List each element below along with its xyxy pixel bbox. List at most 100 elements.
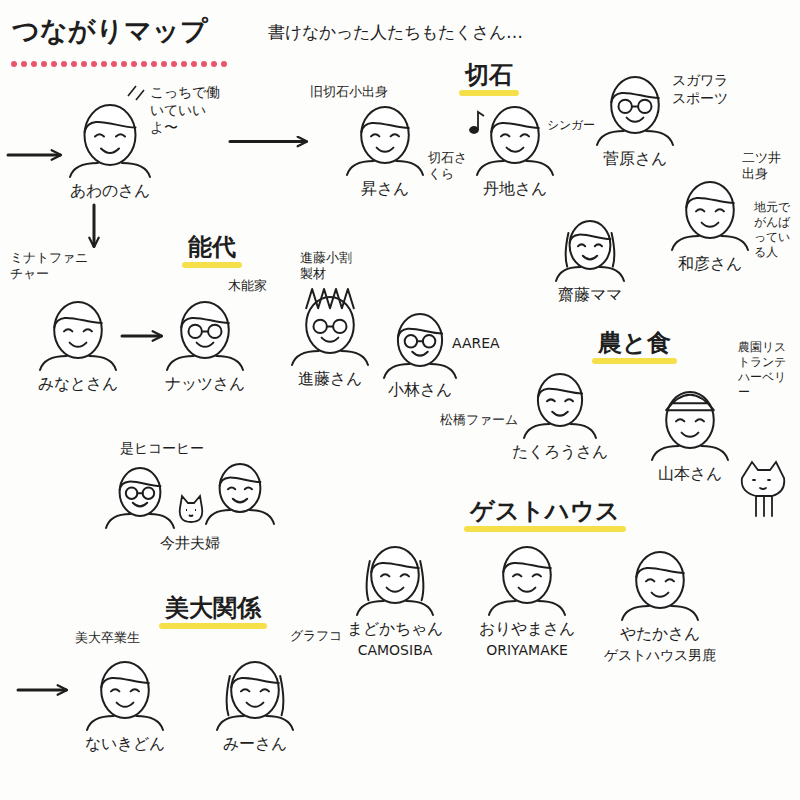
person-card: やたかさんゲストハウス男鹿 <box>600 540 720 669</box>
person-note: こっちで働いていいよ〜 <box>150 84 226 137</box>
person-note: 旧切石小出身 <box>310 84 388 100</box>
person-name: たくろうさん <box>512 442 608 462</box>
head <box>503 547 551 603</box>
smile <box>247 703 264 707</box>
portrait <box>477 107 553 175</box>
head <box>398 314 442 366</box>
person-name: 和彦さん <box>678 254 742 274</box>
portrait <box>347 107 423 175</box>
portrait <box>652 392 728 460</box>
person-note: 地元でがんばっている人 <box>754 200 794 260</box>
portrait <box>40 302 116 370</box>
smile <box>583 256 597 260</box>
hair <box>570 235 611 243</box>
hair <box>398 329 442 338</box>
person-note: ゲストハウス男鹿 <box>604 647 716 665</box>
person-card: ナッツさん木能家 <box>161 274 271 398</box>
head <box>361 107 409 163</box>
underline-dot <box>141 61 147 67</box>
glasses <box>313 320 326 333</box>
eyes <box>228 487 252 489</box>
head <box>636 552 684 608</box>
portrait <box>597 77 673 145</box>
portrait <box>357 547 433 615</box>
person-card: 菅原さんスガワラスポーツ <box>593 65 736 173</box>
person-card: ないきどん美大卒業生 <box>71 626 169 758</box>
person-name: みーさん <box>223 734 287 754</box>
heading-highlight <box>185 262 239 268</box>
underline-dot <box>191 61 197 67</box>
person-note: 是ヒコーヒー <box>120 440 204 458</box>
person-name: おりやまさん <box>479 619 575 639</box>
entry-arrow <box>8 154 60 157</box>
smile <box>682 433 699 437</box>
cat <box>180 496 203 522</box>
person-note: 進藤小割製材 <box>300 250 356 283</box>
person-card: まどかちゃんCAMOSIBA <box>343 535 447 664</box>
dog <box>742 462 784 516</box>
underline-dot <box>41 61 47 67</box>
glasses <box>423 335 435 347</box>
person-card: 山本さん農園リストランテハーベリー <box>648 336 794 488</box>
person-card: 進藤さん進藤小割製材 <box>288 246 372 393</box>
underline-dot <box>51 61 57 67</box>
person-card: みなとさんミナトファニチャー <box>6 246 122 398</box>
head <box>220 464 261 512</box>
underline-dot <box>101 61 107 67</box>
heading-highlight <box>467 526 623 532</box>
person-name: 丹地さん <box>483 179 547 199</box>
head <box>101 662 149 718</box>
connector-arrow <box>93 205 96 246</box>
head <box>570 221 611 269</box>
person-name: みなとさん <box>38 374 118 394</box>
portrait <box>556 221 624 281</box>
hair <box>120 482 161 490</box>
heading-highlight <box>462 90 516 96</box>
head <box>120 468 161 516</box>
glasses-bridge <box>137 492 142 494</box>
underline-dot <box>201 61 207 67</box>
glasses-bridge <box>202 330 208 332</box>
underline-dot <box>81 61 87 67</box>
eyes <box>696 209 724 211</box>
portrait <box>106 468 174 528</box>
eyes <box>381 574 409 576</box>
person-note: スガワラスポーツ <box>672 72 732 107</box>
head <box>686 182 734 238</box>
smile <box>117 703 134 707</box>
person-note: 切石さくら <box>428 150 470 183</box>
glasses <box>618 100 631 113</box>
portrait <box>167 302 243 370</box>
glasses <box>208 325 221 338</box>
hair <box>686 198 734 207</box>
portrait <box>87 662 163 730</box>
group-heading: 能代 <box>188 232 236 262</box>
head <box>181 302 229 358</box>
head <box>491 107 539 163</box>
eyes <box>371 134 399 136</box>
spiky-hair <box>306 289 354 308</box>
person-card: 和彦さん 二ツ井出身地元でがんばっている人 <box>668 146 798 278</box>
glasses <box>143 487 155 499</box>
person-name: ないきどん <box>85 734 165 754</box>
person-card: 丹地さんシンガー <box>473 95 599 203</box>
underline-dot <box>121 61 127 67</box>
group-heading: 美大関係 <box>165 593 261 623</box>
smile <box>101 149 119 154</box>
hair <box>611 93 659 102</box>
eyes <box>676 419 704 421</box>
person-name: 昇さん <box>361 179 409 199</box>
connector-arrow <box>230 140 306 143</box>
smile <box>652 593 669 597</box>
eyes <box>646 579 674 581</box>
glasses <box>188 325 201 338</box>
person-note: 二ツ井出身 <box>742 150 784 183</box>
person-card: あわのさんこっちで働いていいよ〜 <box>66 80 230 205</box>
heading-highlight <box>162 623 264 629</box>
glasses <box>333 320 346 333</box>
smile <box>702 223 719 227</box>
group-heading: 切石 <box>465 60 513 90</box>
motion-marks <box>128 86 144 100</box>
connector-arrow <box>122 335 161 338</box>
